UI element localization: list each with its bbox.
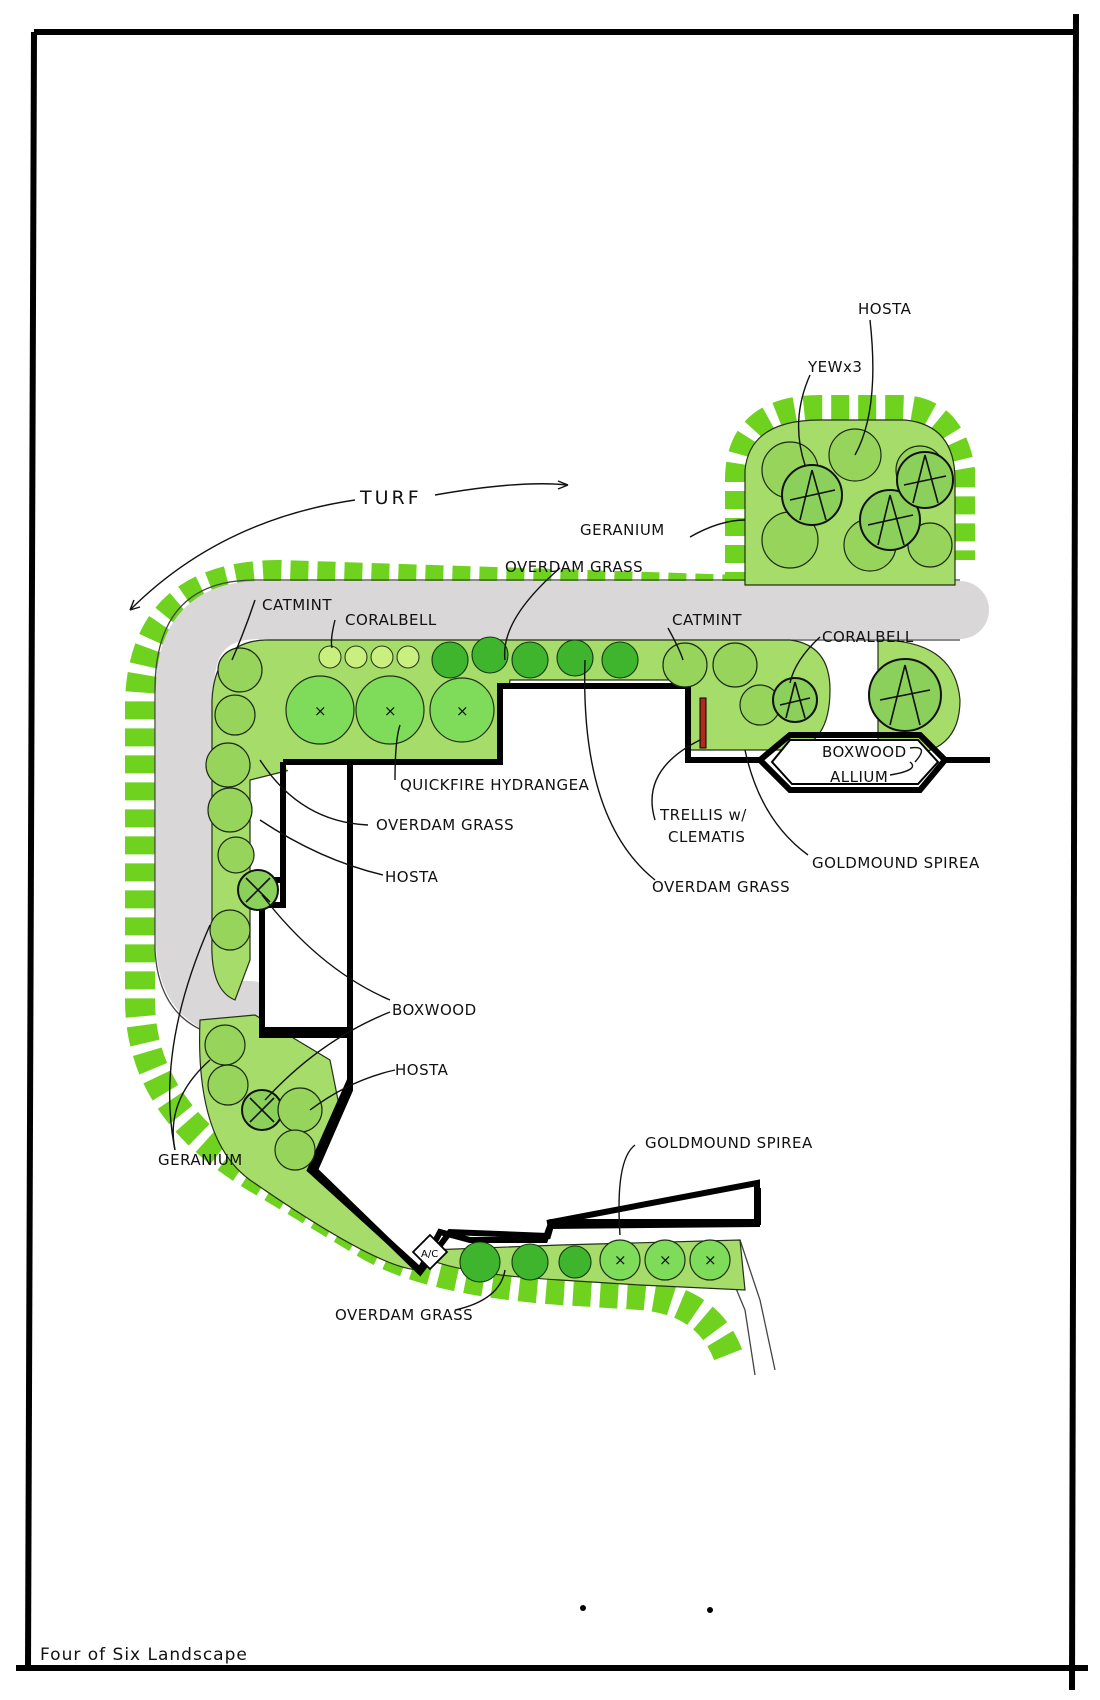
label-allium: ALLIUM [830, 768, 888, 786]
label-quickfire: QUICKFIRE HYDRANGEA [400, 776, 590, 794]
label-overdam-bottom: OVERDAM GRASS [335, 1306, 473, 1324]
svg-text:×: × [614, 1251, 627, 1269]
label-overdam-mid: OVERDAM GRASS [652, 878, 790, 896]
leader-lines [129, 319, 923, 1311]
hydrangea-3 [429, 677, 495, 743]
label-goldmound-right: GOLDMOUND SPIREA [812, 854, 980, 872]
trellis [699, 697, 707, 749]
label-trellis-2: CLEMATIS [668, 828, 745, 846]
label-overdam-left: OVERDAM GRASS [376, 816, 514, 834]
hydrangea-1 [285, 675, 355, 745]
label-boxwood-left: BOXWOOD [392, 1001, 477, 1019]
sheet-title: Four of Six Landscape [40, 1645, 248, 1665]
entry-planter [770, 739, 940, 785]
house-footprint [259, 683, 760, 1275]
label-hosta-top: HOSTA [858, 300, 912, 318]
svg-text:×: × [384, 702, 397, 720]
ac-unit: A/C [411, 1233, 449, 1271]
label-hosta-left: HOSTA [385, 868, 439, 886]
label-geranium-left: GERANIUM [158, 1151, 243, 1169]
svg-text:×: × [659, 1251, 672, 1269]
label-hosta-lower: HOSTA [395, 1061, 449, 1079]
svg-text:×: × [704, 1251, 717, 1269]
label-yew: YEWx3 [807, 358, 862, 376]
label-catmint-left: CATMINT [262, 596, 332, 614]
plants: × × × [204, 428, 954, 1283]
label-turf: TURF [359, 487, 422, 509]
label-catmint-right: CATMINT [672, 611, 742, 629]
label-boxwood-right: BOXWOOD [822, 743, 907, 761]
label-geranium-top: GERANIUM [580, 521, 665, 539]
label-coralbell-right: CORALBELL [822, 628, 914, 646]
label-overdam-top: OVERDAM GRASS [505, 558, 643, 576]
dot-1 [580, 1605, 586, 1611]
sheet-frame [16, 13, 1088, 1691]
plant-labels: TURF HOSTA YEWx3 GERANIUM OVERDAM GRASS … [158, 300, 980, 1324]
svg-text:×: × [314, 702, 327, 720]
ac-label: A/C [421, 1249, 438, 1260]
label-goldmound-bottom: GOLDMOUND SPIREA [645, 1134, 813, 1152]
svg-text:×: × [456, 702, 469, 720]
hydrangea-2 [355, 675, 425, 745]
label-coralbell-left: CORALBELL [345, 611, 437, 629]
dot-2 [707, 1607, 713, 1613]
label-trellis-1: TRELLIS w/ [659, 806, 747, 824]
